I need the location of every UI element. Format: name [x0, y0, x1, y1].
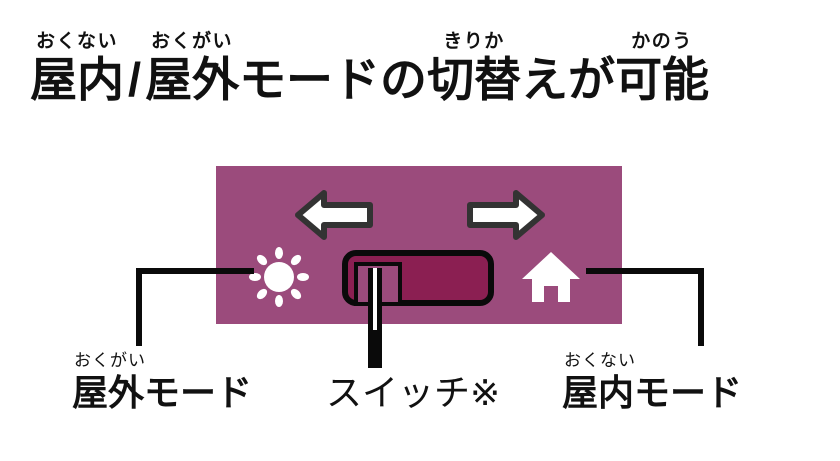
- furigana-kirika: きりか: [443, 31, 505, 52]
- page-title: おくない 屋内 / おくがい 屋外 モードの きりか 切替 えが: [30, 32, 820, 122]
- title-segment-slash: /: [124, 32, 145, 103]
- furigana-okunai: おくない: [35, 31, 118, 52]
- leader-line-outdoor-horizontal: [136, 268, 254, 274]
- title-segment-ega: えが: [521, 32, 615, 103]
- furigana-kanou: かのう: [631, 31, 693, 52]
- kanji-okugai: 屋外: [145, 53, 240, 106]
- leader-line-indoor-vertical: [698, 268, 704, 346]
- device-panel: [216, 166, 622, 324]
- title-line: おくない 屋内 / おくがい 屋外 モードの きりか 切替 えが: [30, 32, 820, 103]
- caption-label-outdoor: 屋外モード: [72, 372, 253, 413]
- caption-indoor-mode: おくない 屋内モード: [562, 352, 742, 411]
- caption-outdoor-mode: おくがい 屋外モード: [72, 352, 252, 411]
- leader-line-switch-core: [373, 268, 377, 346]
- left-arrow-icon: [295, 190, 373, 240]
- title-segment-mode-no: モードの: [239, 32, 427, 103]
- caption-switch: スイッチ※: [326, 352, 500, 411]
- kanji-okunai: 屋内: [30, 53, 124, 106]
- title-segment-possible: かのう 可能: [615, 32, 709, 103]
- leader-line-switch-tail: [371, 330, 377, 368]
- caption-furigana-okunai: おくない: [564, 351, 636, 370]
- mode-toggle-switch[interactable]: [342, 250, 494, 306]
- caption-label-switch: スイッチ※: [326, 372, 501, 413]
- leader-line-indoor-horizontal: [586, 268, 704, 274]
- kanji-kirikae: 切替: [427, 53, 522, 106]
- title-segment-outdoor: おくがい 屋外: [145, 32, 239, 103]
- right-arrow-icon: [467, 190, 545, 240]
- title-slash: /: [128, 53, 142, 106]
- kanji-kanou: 可能: [615, 53, 710, 106]
- hiragana-ega: えが: [521, 53, 616, 106]
- furigana-okugai: おくがい: [151, 31, 234, 52]
- caption-furigana-okugai: おくがい: [74, 351, 146, 370]
- title-segment-switchover: きりか 切替: [427, 32, 521, 103]
- katakana-mode-no: モードの: [239, 53, 428, 106]
- house-icon: [522, 252, 580, 302]
- sun-icon: [249, 247, 309, 307]
- caption-label-indoor: 屋内モード: [562, 372, 743, 413]
- leader-line-outdoor-vertical: [136, 268, 142, 346]
- title-segment-indoor: おくない 屋内: [30, 32, 124, 103]
